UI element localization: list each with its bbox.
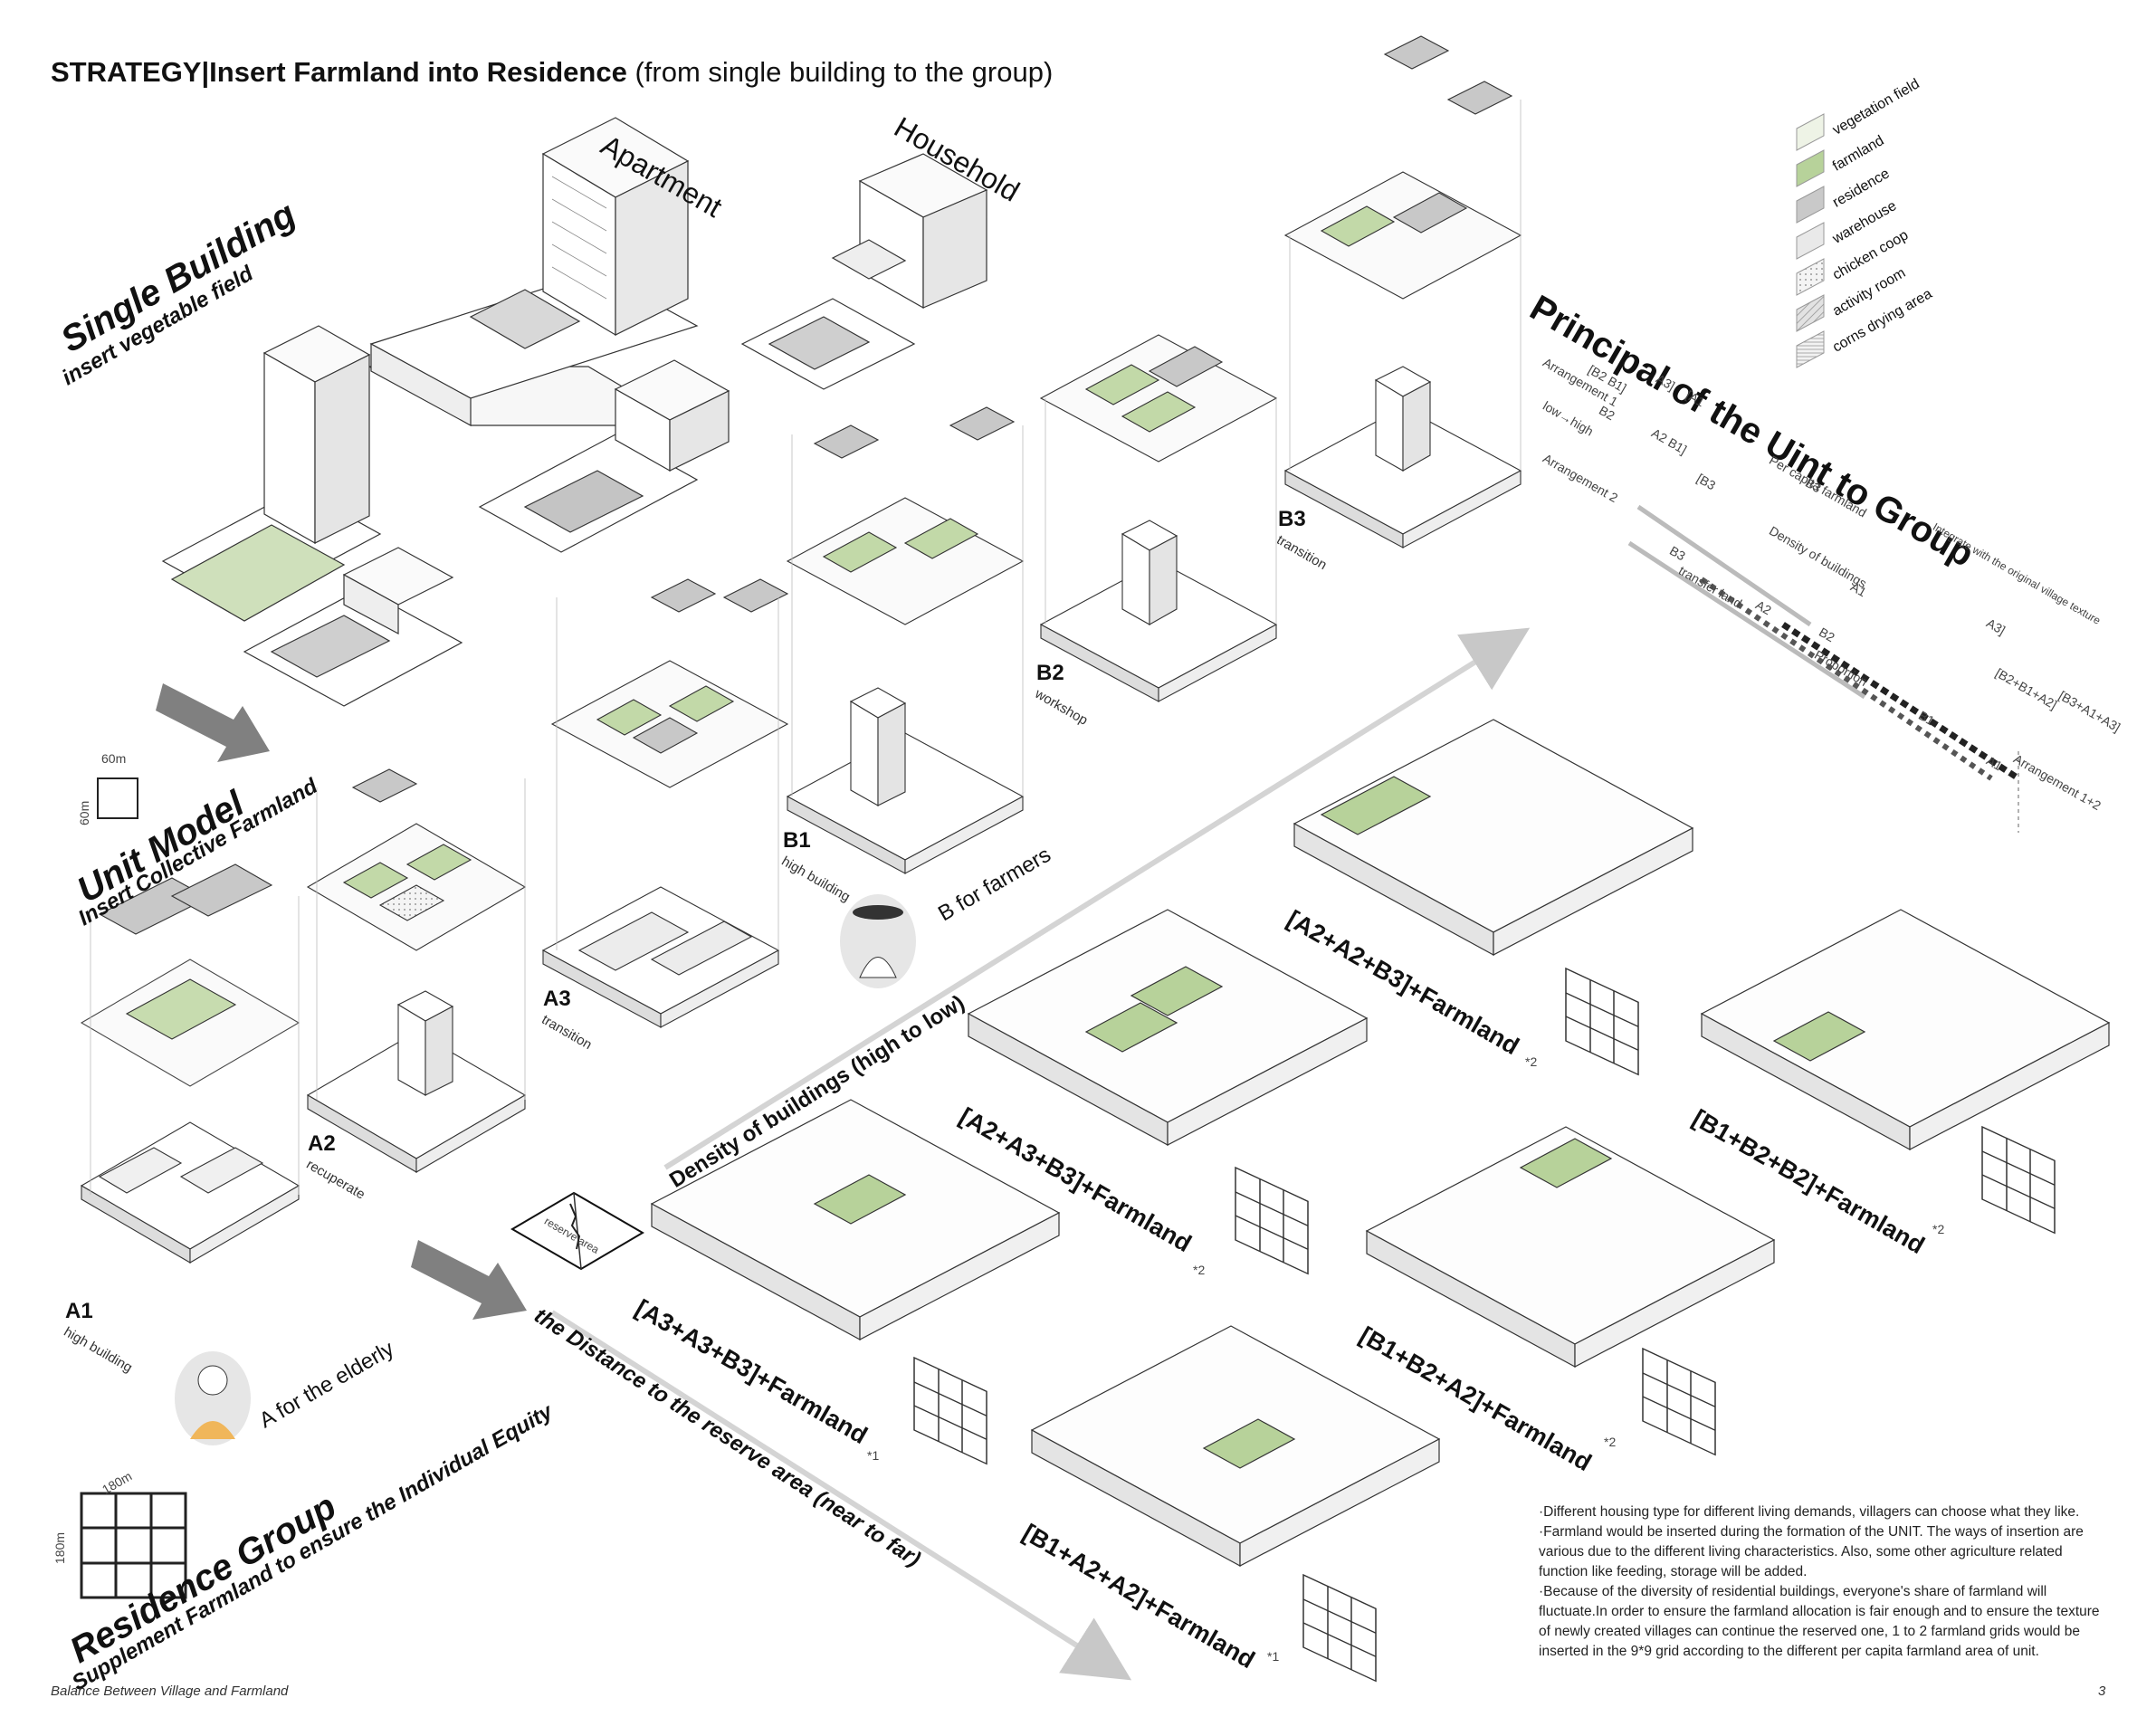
unit-a1-label: A1 high building [61, 1299, 135, 1376]
apartment-model-large [367, 117, 699, 427]
single-building-tower [161, 325, 382, 622]
page-title: STRATEGY|Insert Farmland into Residence … [51, 56, 1054, 88]
group-mult-a3a3b3: *1 [867, 1448, 880, 1463]
group-block-b1b2a2 [1365, 1126, 1776, 1369]
legend-swatches [1796, 113, 1825, 368]
farmer-avatar [840, 894, 916, 988]
group-block-a3a3b3 [650, 1099, 1061, 1341]
page-number: 3 [2098, 1684, 2106, 1699]
group-grid-keys [913, 967, 2056, 1683]
unit-a3-label: A3 transition [539, 987, 595, 1054]
group-mult-a2a3b3: *2 [1193, 1263, 1206, 1277]
footer-title: Balance Between Village and Farmland [51, 1684, 289, 1699]
group-mult-b1b2a2: *2 [1604, 1435, 1617, 1449]
group-mult-b1a2a2: *1 [1267, 1649, 1280, 1664]
group-mult-a2a2b3: *2 [1525, 1054, 1538, 1069]
flow-arrow-single-to-unit [156, 683, 270, 762]
flow-arrow-unit-to-group [411, 1240, 527, 1320]
group-block-b1a2a2 [1030, 1325, 1441, 1568]
elderly-avatar [175, 1351, 251, 1445]
group-block-b1b2b2 [1700, 909, 2111, 1151]
unit-width-label: 60m [101, 751, 127, 766]
group-size-grid [80, 1492, 187, 1599]
unit-model-a1 [80, 863, 301, 1264]
group-block-a2a2b3 [1293, 719, 1694, 957]
household-model-large [740, 153, 988, 390]
principal-diagram-bars [1627, 504, 2020, 833]
unit-model-b3 [1283, 35, 1522, 548]
density-axis-arrow [663, 627, 1531, 1170]
unit-b3-label: B3 transition [1274, 507, 1330, 574]
unit-b2-label: B2 workshop [1032, 661, 1091, 729]
single-building-house-b [478, 359, 730, 553]
notes-paragraph: ·Different housing type for different li… [1539, 1504, 2100, 1659]
group-height-label: 180m [52, 1531, 67, 1564]
distance-axis-arrow [550, 1310, 1132, 1681]
unit-model-a2 [306, 768, 527, 1173]
unit-b1-label: B1 high building [778, 828, 853, 905]
unit-height-label: 60m [77, 800, 91, 825]
unit-size-square [97, 777, 138, 819]
single-building-house-a [243, 547, 463, 707]
group-mult-b1b2b2: *2 [1932, 1222, 1945, 1236]
group-block-a2a3b3 [967, 909, 1369, 1147]
unit-a2-label: A2 recuperate [303, 1131, 368, 1203]
projection-guide-lines [90, 100, 1522, 1195]
reserve-area-diagram [510, 1191, 644, 1271]
unit-model-a3 [541, 578, 789, 1028]
unit-model-b2 [1039, 334, 1278, 702]
unit-model-b1 [786, 406, 1025, 874]
